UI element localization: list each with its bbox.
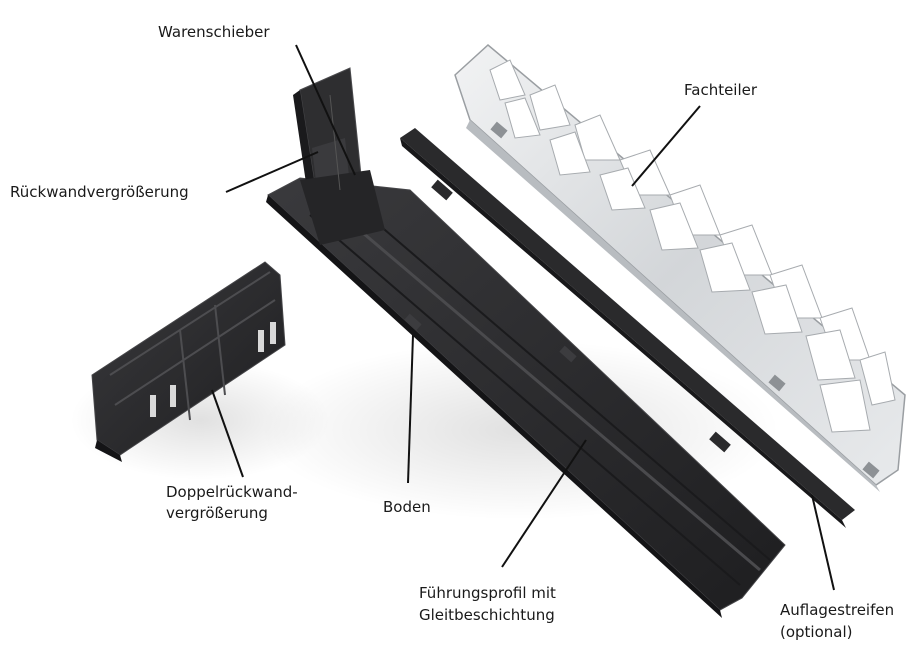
doppelrueckwand-part bbox=[91, 261, 286, 462]
leader-fuehrung bbox=[501, 439, 587, 568]
label-boden: Boden bbox=[383, 498, 431, 516]
leader-warenschieber bbox=[295, 44, 356, 176]
leader-rueckwand bbox=[225, 151, 319, 193]
leader-boden bbox=[407, 334, 414, 484]
leader-fachteiler bbox=[631, 105, 701, 187]
label-doppelrueckwand-line2: vergrößerung bbox=[166, 504, 268, 522]
leader-doppel bbox=[211, 389, 244, 478]
label-fuehrungsprofil-line1: Führungsprofil mit bbox=[419, 584, 556, 602]
label-auflagestreifen-line2: (optional) bbox=[780, 623, 853, 641]
label-warenschieber: Warenschieber bbox=[158, 23, 270, 41]
label-fachteiler: Fachteiler bbox=[684, 81, 758, 99]
label-rueckwandvergroesserung: Rückwandvergrößerung bbox=[10, 183, 189, 201]
warenschieber-part bbox=[293, 67, 385, 245]
label-fuehrungsprofil-line2: Gleitbeschichtung bbox=[419, 606, 555, 624]
label-doppelrueckwand-line1: Doppelrückwand- bbox=[166, 483, 298, 501]
leader-auflage bbox=[811, 494, 835, 591]
boden-part bbox=[266, 177, 786, 618]
label-auflagestreifen-line1: Auflagestreifen bbox=[780, 601, 895, 619]
fachteiler-part bbox=[454, 44, 906, 492]
leader-lines bbox=[211, 44, 835, 591]
auflagestreifen-part bbox=[400, 128, 855, 528]
